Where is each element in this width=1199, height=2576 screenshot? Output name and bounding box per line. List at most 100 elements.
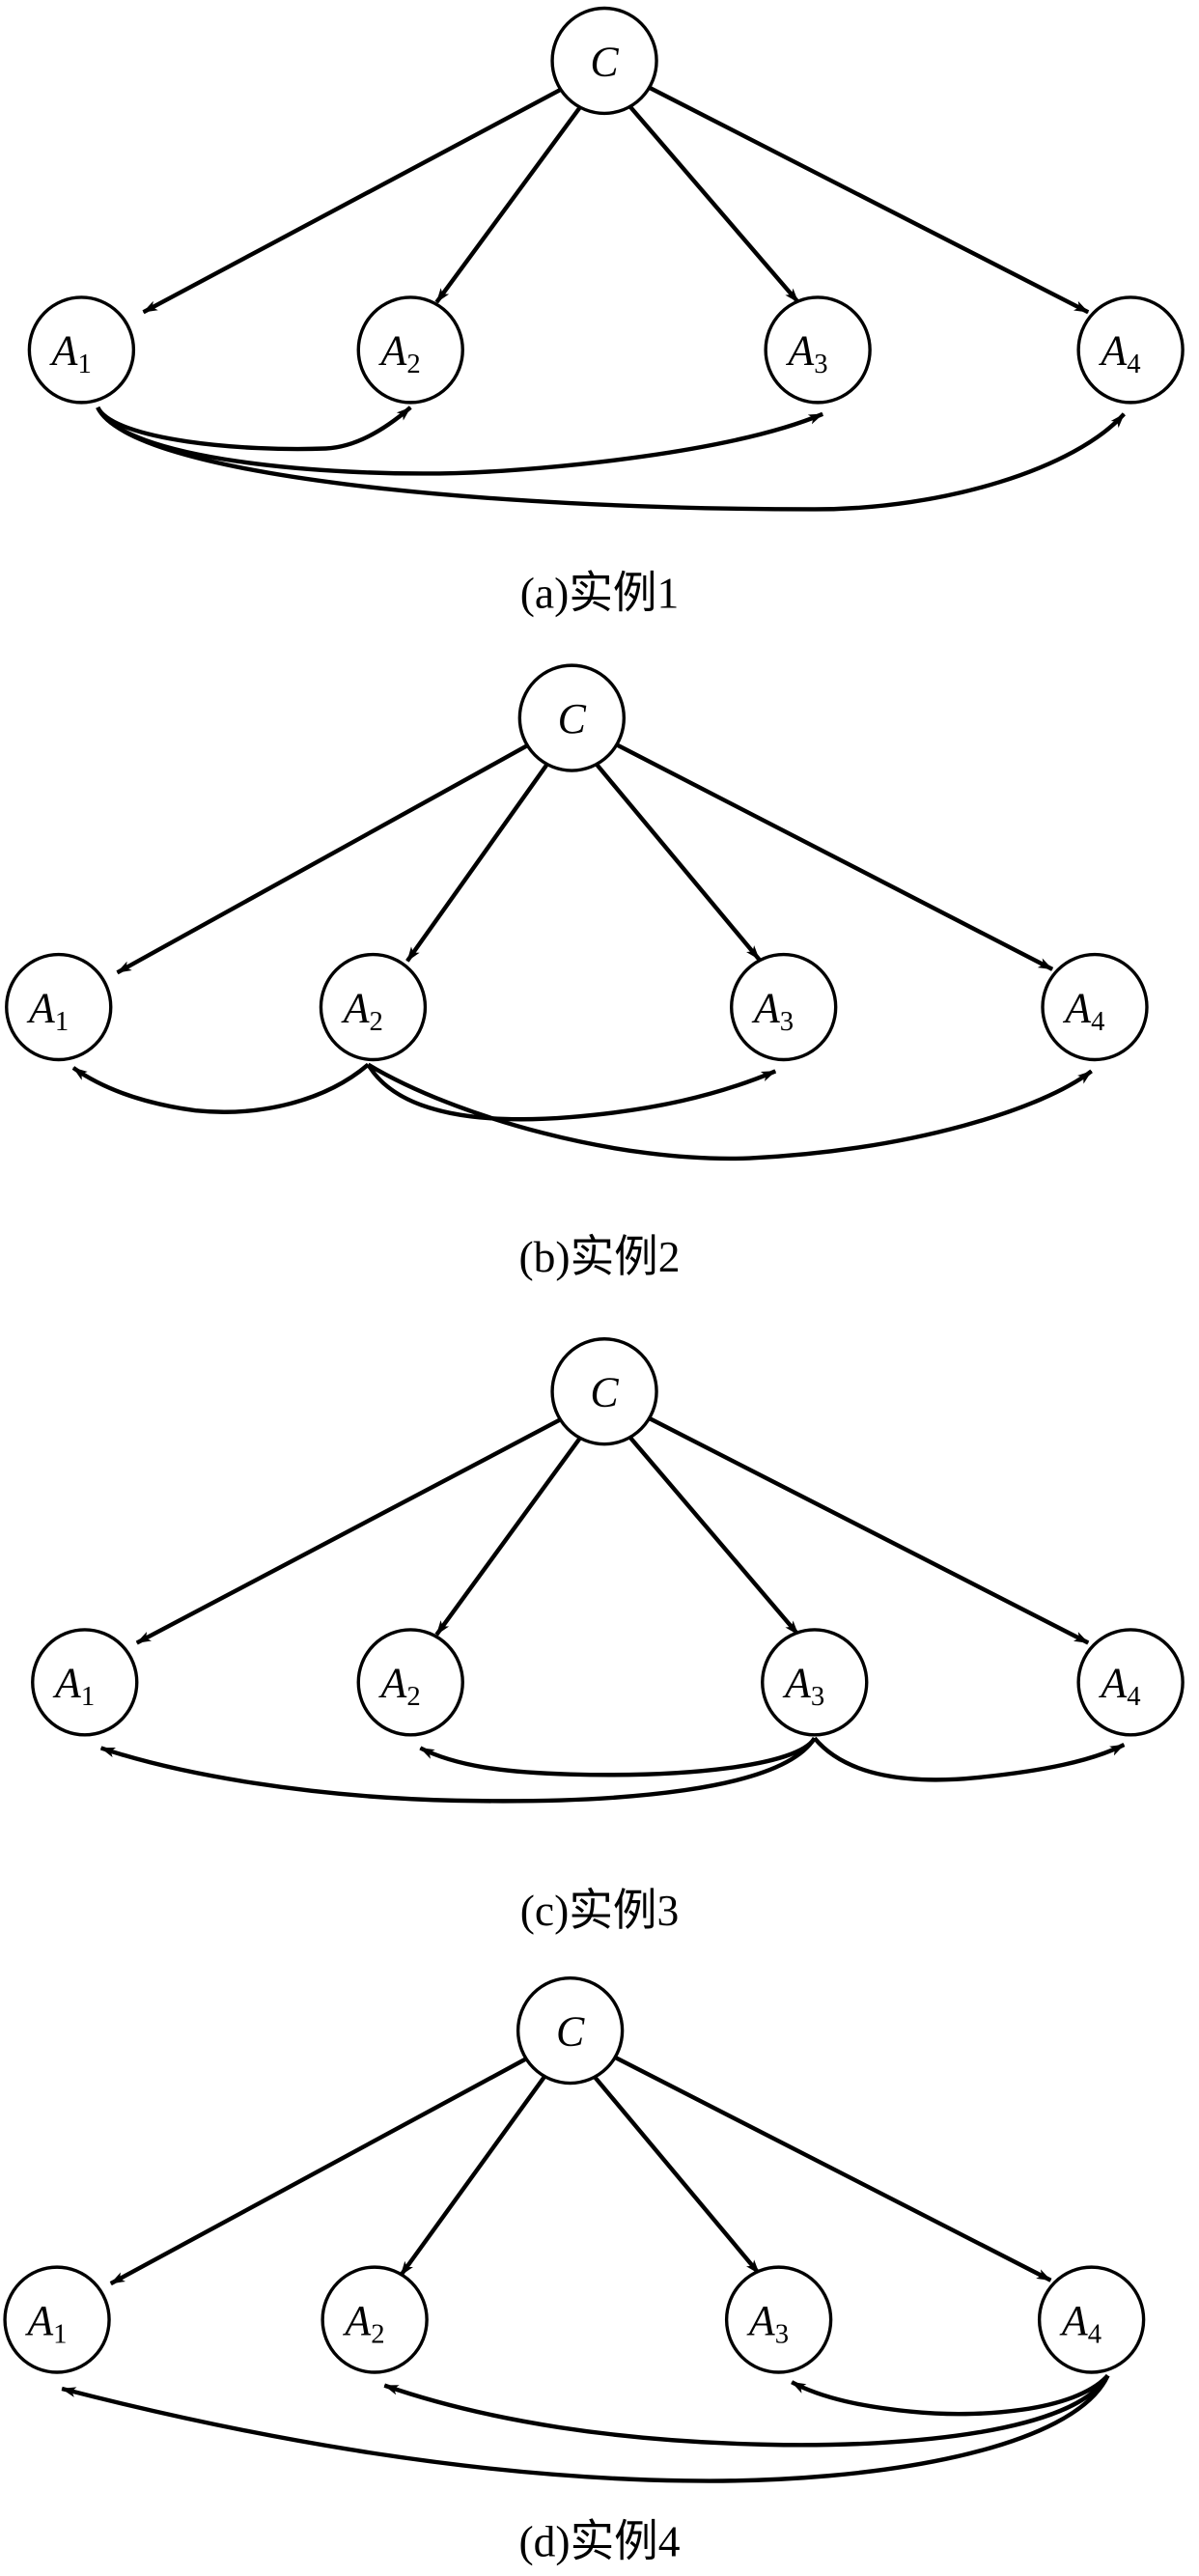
svg-text:A1: A1 xyxy=(24,2297,67,2350)
edge-a3-a2 xyxy=(419,1736,817,1778)
panel-a: C A1 A2 A3 A4 (a)实例1 xyxy=(27,6,1185,618)
node-a3-label: A xyxy=(782,1660,812,1707)
svg-text:A2: A2 xyxy=(341,984,383,1037)
edge-c-a4 xyxy=(609,2053,1052,2282)
node-a4-sub: 4 xyxy=(1088,2318,1101,2349)
edge-a4-a2 xyxy=(383,2374,1110,2448)
edge-a1-a3 xyxy=(96,406,824,476)
edge-a3-a4 xyxy=(813,1736,1126,1782)
node-a3: A3 xyxy=(764,295,872,405)
node-a3: A3 xyxy=(730,952,838,1062)
svg-text:A4: A4 xyxy=(1059,2297,1101,2350)
node-a1: A1 xyxy=(5,952,113,1062)
node-a4: A4 xyxy=(1076,295,1185,405)
edge-c-a3 xyxy=(591,2073,762,2276)
node-a2-sub: 2 xyxy=(406,1681,420,1712)
svg-text:A1: A1 xyxy=(49,327,92,380)
edge-a2-a3 xyxy=(366,1063,777,1122)
edge-a3-a1 xyxy=(99,1737,817,1804)
svg-text:A2: A2 xyxy=(378,1660,421,1713)
node-a4-sub: 4 xyxy=(1091,1006,1104,1037)
edge-c-a1 xyxy=(135,1414,569,1645)
node-a3-sub: 3 xyxy=(780,1006,794,1037)
svg-text:A3: A3 xyxy=(746,2297,789,2350)
node-a1-label: A xyxy=(26,984,56,1031)
node-a2-sub: 2 xyxy=(371,2318,384,2349)
node-a1-sub: 1 xyxy=(53,2318,67,2349)
node-a3: A3 xyxy=(724,2265,833,2374)
svg-text:A3: A3 xyxy=(785,327,827,380)
svg-text:A4: A4 xyxy=(1098,327,1140,380)
node-a3-label: A xyxy=(746,2297,776,2344)
panel-d: C A1 A2 A3 A4 (d)实例4 xyxy=(3,1975,1146,2566)
caption-c: (c)实例3 xyxy=(520,1886,679,1935)
node-a2: A2 xyxy=(356,295,464,405)
node-a2-label: A xyxy=(342,2297,372,2344)
edge-c-a2 xyxy=(399,2073,548,2277)
node-a2-label: A xyxy=(378,327,408,375)
node-c-label: C xyxy=(558,695,587,742)
node-a3-sub: 3 xyxy=(775,2318,789,2349)
node-a3-sub: 3 xyxy=(814,349,827,379)
svg-text:A2: A2 xyxy=(342,2297,384,2350)
node-a4-sub: 4 xyxy=(1127,1681,1140,1712)
caption-d: (d)实例4 xyxy=(518,2516,680,2565)
node-a2-label: A xyxy=(378,1660,408,1707)
edge-a2-a1 xyxy=(71,1062,370,1114)
node-a4-label: A xyxy=(1062,984,1092,1031)
edge-a4-a1 xyxy=(61,2374,1110,2483)
svg-text:A4: A4 xyxy=(1098,1660,1140,1713)
svg-text:A1: A1 xyxy=(52,1660,95,1713)
node-a1: A1 xyxy=(27,295,136,405)
edge-c-a2 xyxy=(434,103,584,304)
node-a1-sub: 1 xyxy=(77,349,91,379)
node-a3: A3 xyxy=(761,1628,869,1737)
edge-a4-a3 xyxy=(791,2373,1110,2417)
edge-c-a4 xyxy=(611,741,1054,971)
caption-b: (b)实例2 xyxy=(518,1232,680,1281)
node-a2-label: A xyxy=(341,984,371,1031)
node-c: C xyxy=(550,1337,658,1446)
edge-c-a3 xyxy=(627,1434,800,1637)
node-a2: A2 xyxy=(356,1628,464,1737)
node-c-label: C xyxy=(590,1368,619,1415)
node-c: C xyxy=(517,663,626,772)
node-a1: A1 xyxy=(3,2265,111,2374)
edge-c-a4 xyxy=(644,1414,1090,1645)
node-a3-label: A xyxy=(785,327,815,375)
node-a1-label: A xyxy=(24,2297,54,2344)
node-a4-sub: 4 xyxy=(1127,349,1140,379)
node-a4: A4 xyxy=(1076,1628,1185,1737)
node-a4-label: A xyxy=(1098,1660,1128,1707)
svg-text:A3: A3 xyxy=(782,1660,824,1713)
node-a2-sub: 2 xyxy=(370,1006,383,1037)
svg-text:A4: A4 xyxy=(1062,984,1104,1037)
caption-a: (a)实例1 xyxy=(520,568,679,617)
edge-c-a1 xyxy=(142,83,570,315)
node-a4-label: A xyxy=(1059,2297,1089,2344)
node-a3-label: A xyxy=(751,984,781,1031)
node-a4-label: A xyxy=(1098,327,1128,375)
node-a2-sub: 2 xyxy=(406,349,420,379)
edge-c-a2 xyxy=(434,1434,584,1637)
node-a3-sub: 3 xyxy=(811,1681,824,1712)
edge-c-a4 xyxy=(644,83,1090,315)
edge-c-a2 xyxy=(405,762,549,963)
panel-c: C A1 A2 A3 A4 (c)实例3 xyxy=(31,1337,1185,1935)
node-c: C xyxy=(550,6,658,116)
node-a2: A2 xyxy=(321,2265,429,2374)
node-a1-label: A xyxy=(49,327,79,375)
node-c: C xyxy=(516,1975,625,2086)
edge-c-a3 xyxy=(594,762,762,962)
edge-c-a3 xyxy=(627,103,800,304)
edge-c-a1 xyxy=(109,2053,534,2286)
node-a1-sub: 1 xyxy=(81,1681,95,1712)
panel-b: C A1 A2 A3 A4 (b)实例2 xyxy=(5,663,1149,1281)
node-a1: A1 xyxy=(31,1628,139,1737)
svg-text:A1: A1 xyxy=(26,984,69,1037)
node-a4: A4 xyxy=(1041,952,1149,1062)
edge-a2-a4 xyxy=(367,1062,1093,1162)
svg-text:A3: A3 xyxy=(751,984,794,1037)
node-a1-label: A xyxy=(52,1660,82,1707)
